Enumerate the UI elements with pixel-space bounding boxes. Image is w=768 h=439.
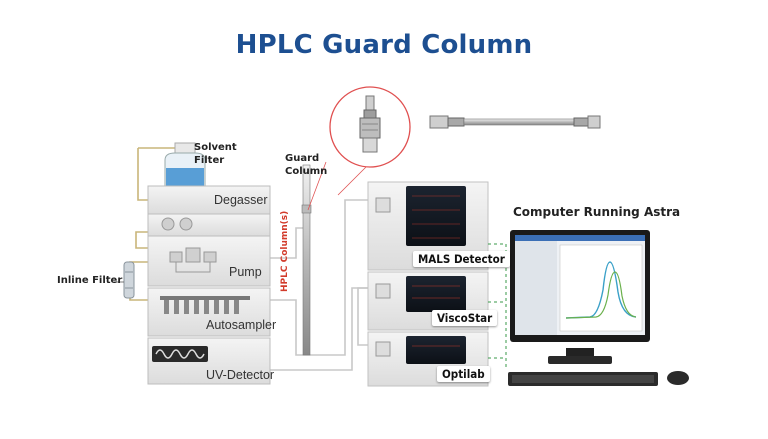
optilab-label: Optilab [437,366,490,382]
mals-detector-label: MALS Detector [413,251,510,267]
degasser-label: Degasser [214,193,268,207]
solvent-filter-label-line2: Filter [194,155,225,166]
solvent-bottle-icon [164,142,206,187]
data-links [488,243,507,370]
column-tube-icon [301,164,312,356]
inline-filter-label: Inline Filter [57,275,123,286]
uv-detector-label: UV-Detector [206,368,275,382]
guard-column-label-line1: Guard [285,153,320,164]
guard-column-closeup-icon [359,95,381,153]
guard-column-label: Guard Column [285,152,327,178]
autosampler-label: Autosampler [206,318,277,332]
pump-label: Pump [229,265,262,279]
mouse-icon [667,371,689,385]
monitor-icon [510,230,650,364]
keyboard-icon [508,372,658,386]
viscostar-label: ViscoStar [432,310,498,326]
page-title: HPLC Guard Column [235,30,533,60]
inline-filter-icon [123,261,135,299]
hplc-columns-label: HPLC Column(s) [280,210,290,292]
solvent-filter-label-line1: Solvent [194,142,237,153]
hplc-stack [147,185,271,385]
guard-column-label-line2: Column [285,166,328,177]
guard-column-pointer [307,161,327,211]
solvent-filter-label: Solvent Filter [194,141,237,167]
horizontal-column-icon [429,115,601,129]
computer-label: Computer Running Astra [513,205,681,219]
detector-stack [367,181,489,387]
